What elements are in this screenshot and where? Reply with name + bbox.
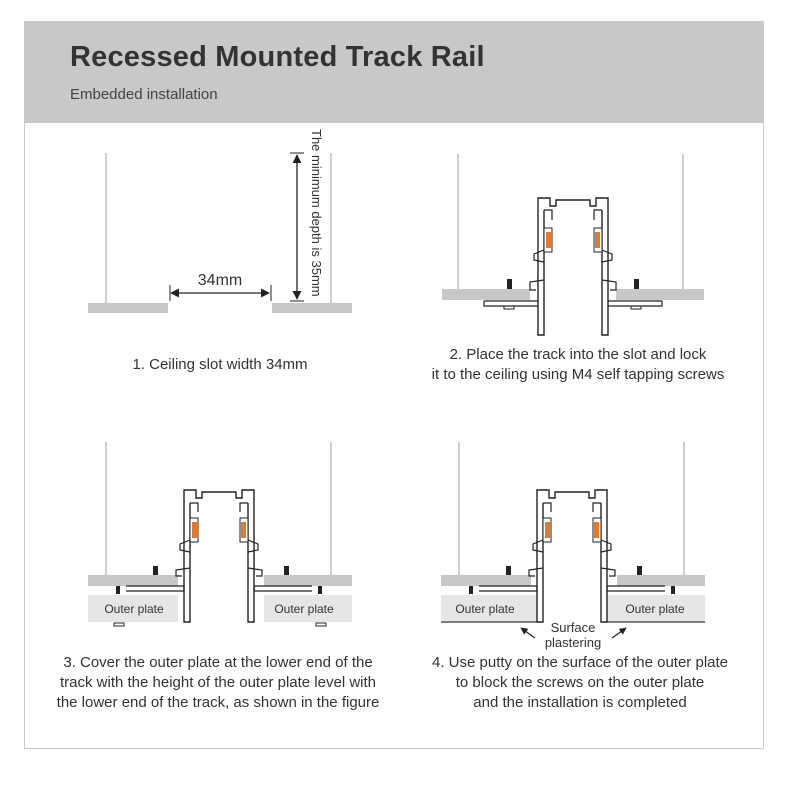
step-4-caption: 4. Use putty on the surface of the outer… [405, 653, 755, 713]
ceiling-board-right [617, 575, 705, 586]
step-2-panel [438, 150, 708, 340]
arrow-right [611, 627, 627, 639]
outer-plate-label-right: Outer plate [625, 602, 685, 616]
caption-line: 1. Ceiling slot width 34mm [132, 356, 308, 373]
diagram-card: Recessed Mounted Track Rail Embedded ins… [24, 21, 764, 749]
step-1-diagram: 34mm The minimum depth is 35mm [88, 129, 352, 313]
caption-line: and the installation is completed [473, 694, 687, 711]
outer-plate-label-right: Outer plate [274, 602, 334, 616]
step-4-diagram: Outer plate Outer plate Surface plasteri… [441, 442, 705, 650]
contact-strip [546, 232, 551, 248]
clip-right [608, 300, 663, 307]
step-2-diagram [442, 154, 704, 336]
ceiling-board-right [272, 303, 352, 313]
screw-icon [506, 566, 511, 575]
step-3-diagram: Outer plate Outer plate [88, 442, 352, 627]
depth-label: The minimum depth is 35mm [309, 129, 324, 297]
header-banner: Recessed Mounted Track Rail Embedded ins… [25, 22, 763, 123]
ceiling-board-right [616, 289, 704, 300]
contact-strip [545, 522, 550, 538]
caption-line: 4. Use putty on the surface of the outer… [431, 654, 728, 671]
arrow-left [520, 627, 536, 639]
ceiling-board-left [88, 303, 168, 313]
clip-left [126, 585, 185, 592]
ceiling-board-right [264, 575, 352, 586]
track-profile [529, 197, 617, 336]
clip-right [606, 585, 665, 592]
ceiling-board-left [88, 575, 178, 586]
width-label: 34mm [198, 272, 242, 289]
ceiling-board-left [442, 289, 530, 300]
screw-icon [116, 586, 120, 594]
screw-icon [671, 586, 675, 594]
track-profile [528, 489, 616, 623]
screw-icon [637, 566, 642, 575]
page-title: Recessed Mounted Track Rail [70, 41, 485, 73]
outer-plate-left [88, 595, 178, 622]
step-4-panel: Outer plate Outer plate Surface plasteri… [439, 438, 709, 653]
track-profile [175, 489, 263, 623]
outer-plate-label-left: Outer plate [455, 602, 515, 616]
step-2-caption: 2. Place the track into the slot and loc… [408, 345, 748, 385]
caption-line: 2. Place the track into the slot and loc… [449, 346, 707, 363]
screw-icon [153, 566, 158, 575]
contact-strip [594, 522, 599, 538]
outer-plate-right [607, 595, 705, 622]
surface-label-line-2: plastering [545, 635, 601, 650]
screw-icon [469, 586, 473, 594]
outer-plate-right [264, 595, 352, 622]
step-3-panel: Outer plate Outer plate [86, 438, 356, 638]
screw-icon [284, 566, 289, 575]
clip-left [479, 585, 538, 592]
step-3-caption: 3. Cover the outer plate at the lower en… [33, 653, 403, 713]
contact-strip [595, 232, 600, 248]
caption-line: it to the ceiling using M4 self tapping … [431, 366, 725, 383]
outer-plate-label-left: Outer plate [104, 602, 164, 616]
contact-strip [192, 522, 197, 538]
page-subtitle: Embedded installation [70, 86, 218, 103]
step-1-panel: 34mm The minimum depth is 35mm [80, 125, 380, 325]
caption-line: the lower end of the track, as shown in … [56, 694, 380, 711]
clip-left [483, 300, 538, 307]
step-1-caption: 1. Ceiling slot width 34mm [60, 355, 380, 375]
screw-icon [318, 586, 322, 594]
screw-icon [507, 279, 512, 289]
caption-line: to block the screws on the outer plate [455, 674, 705, 691]
ceiling-board-left [441, 575, 531, 586]
outer-plate-left [441, 595, 537, 622]
caption-line: 3. Cover the outer plate at the lower en… [63, 654, 373, 671]
clip-right [253, 585, 312, 592]
contact-strip [241, 522, 246, 538]
caption-line: track with the height of the outer plate… [59, 674, 376, 691]
surface-label-line-1: Surface [551, 620, 596, 635]
screw-icon [634, 279, 639, 289]
